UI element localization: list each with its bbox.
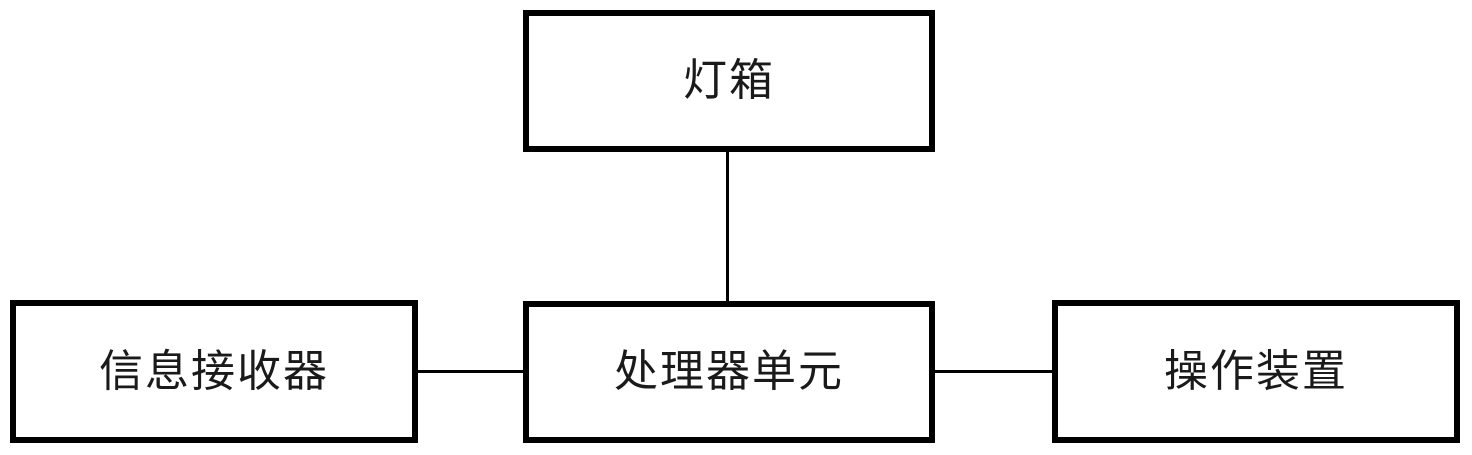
node-operating-device-label: 操作装置: [1164, 346, 1348, 396]
node-lightbox: 灯箱: [523, 10, 935, 152]
node-lightbox-label: 灯箱: [683, 56, 775, 105]
connector-lightbox-processor: [726, 150, 729, 302]
node-operating-device: 操作装置: [1052, 300, 1460, 443]
node-processor-unit-label: 处理器单元: [614, 347, 844, 396]
connector-processor-operator: [933, 370, 1055, 373]
node-info-receiver: 信息接收器: [10, 300, 418, 443]
node-info-receiver-label: 信息接收器: [99, 346, 329, 396]
node-processor-unit: 处理器单元: [523, 301, 935, 443]
connector-receiver-processor: [416, 370, 526, 373]
